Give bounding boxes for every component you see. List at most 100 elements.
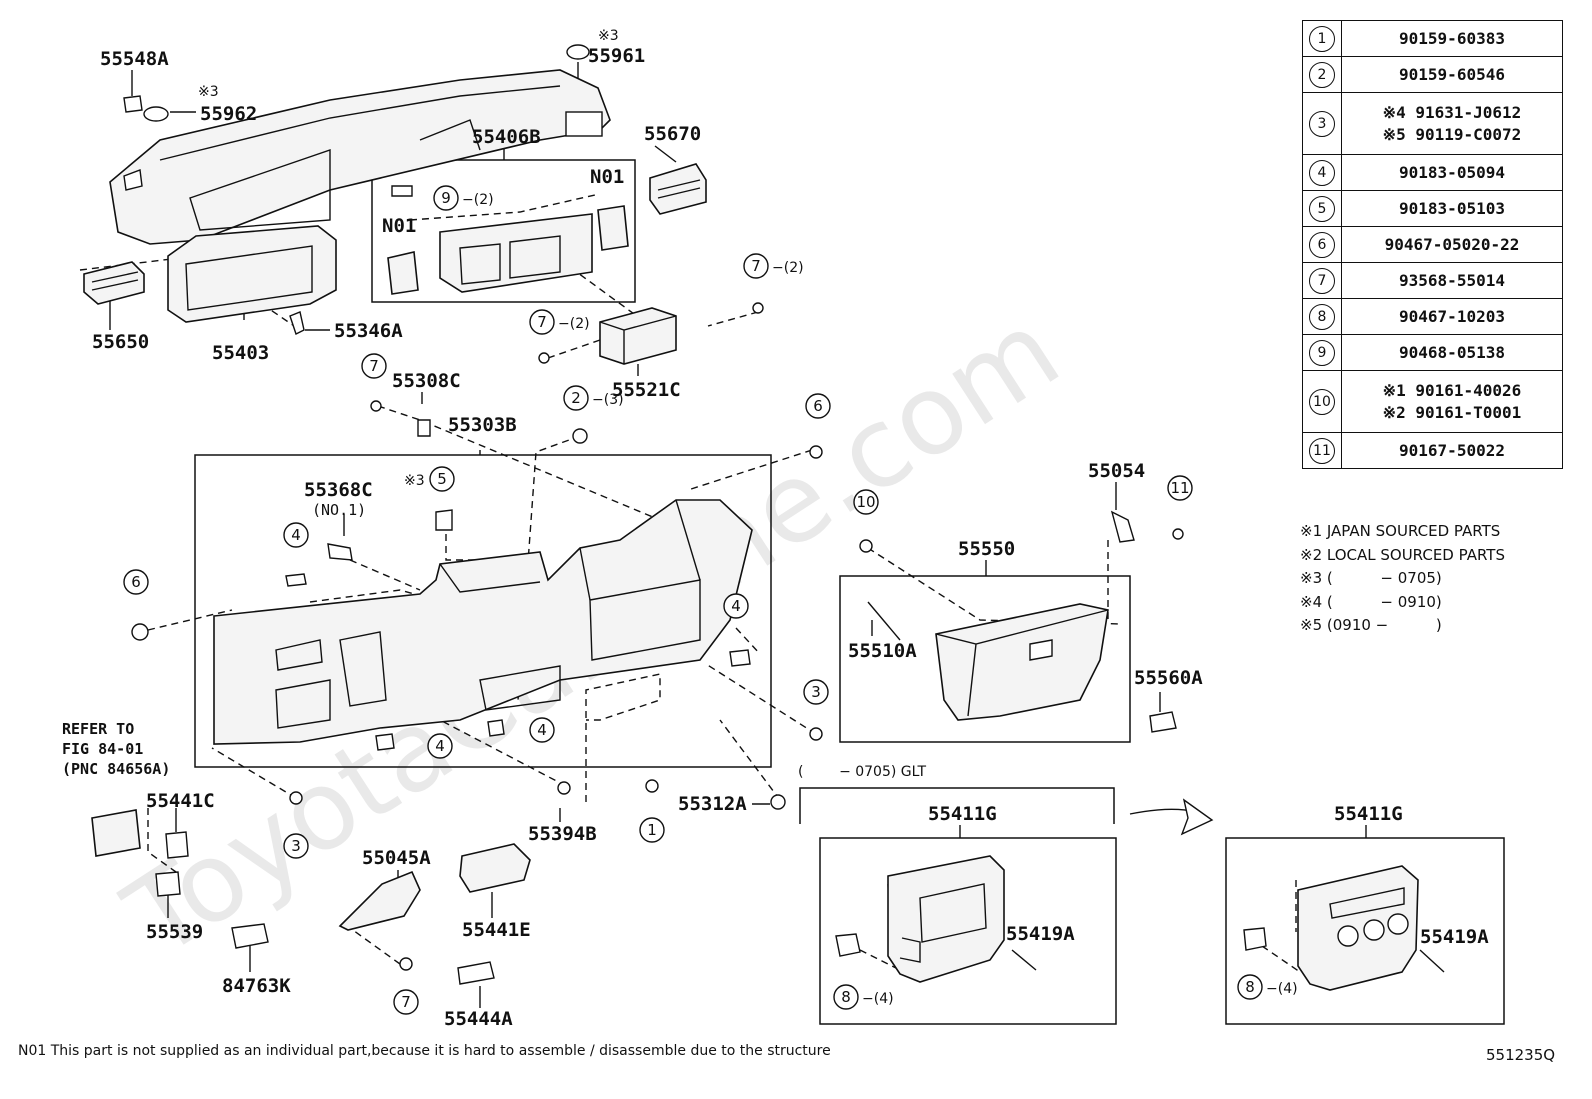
part-label: 55411G — [1334, 803, 1403, 825]
part-label: 55045A — [362, 847, 431, 869]
callout-5: 5 — [429, 466, 455, 492]
parts-table-number-cell: ※1 90161-40026※2 90161-T0001 — [1341, 370, 1563, 433]
svg-text:10: 10 — [856, 493, 875, 511]
parts-table-row: 10※1 90161-40026※2 90161-T0001 — [1302, 370, 1563, 433]
ref-number: 10 — [1309, 388, 1335, 415]
ref-number: 1 — [1309, 25, 1335, 52]
part-label: (NO.1) — [312, 501, 366, 519]
svg-text:−(2): −(2) — [462, 192, 494, 208]
part-number: 90183-05094 — [1399, 162, 1505, 182]
part-label: 84763K — [222, 975, 291, 997]
callout-4: 4 — [283, 522, 309, 548]
parts-table-row: 9 90468-05138 — [1302, 334, 1563, 371]
ref-number: 6 — [1309, 231, 1335, 258]
callout-suffixes: −(2) −(2) −(2) −(3) −(4) −(4) — [462, 192, 1298, 1007]
part-number: 90167-50022 — [1399, 440, 1505, 460]
part-label: 55670 — [644, 123, 701, 145]
svg-text:8: 8 — [1245, 978, 1255, 996]
part-label: 55054 — [1088, 460, 1145, 482]
svg-text:9: 9 — [441, 189, 451, 207]
parts-table-ref-cell: 2 — [1302, 56, 1342, 93]
note-line: ※1 JAPAN SOURCED PARTS — [1300, 522, 1501, 540]
part-label: 55419A — [1006, 923, 1075, 945]
part-label: 55403 — [212, 342, 269, 364]
fasteners — [131, 302, 1184, 971]
parts-table-ref-cell: 11 — [1302, 432, 1342, 469]
glt-variant-label: ( − 0705) GLT — [798, 764, 927, 780]
parts-table-row: 2 90159-60546 — [1302, 56, 1563, 93]
parts-table-number-cell: 90183-05094 — [1341, 154, 1563, 191]
part-number: 90159-60546 — [1399, 64, 1505, 84]
parts-table-ref-cell: 10 — [1302, 370, 1342, 433]
note-line: ※2 LOCAL SOURCED PARTS — [1300, 545, 1505, 564]
part-label: 55510A — [848, 640, 917, 662]
refer-note-line1: REFER TO — [62, 720, 134, 738]
part-drawings — [83, 44, 1419, 991]
box-55411g-right — [1225, 837, 1505, 1025]
part-label: 55368C — [304, 479, 373, 501]
part-label: 55419A — [1420, 926, 1489, 948]
part-label: 55560A — [1134, 667, 1203, 689]
svg-text:5: 5 — [437, 470, 447, 488]
parts-table-row: 3※4 91631-J0612※5 90119-C0072 — [1302, 92, 1563, 155]
parts-table-row: 4 90183-05094 — [1302, 154, 1563, 191]
svg-text:7: 7 — [401, 993, 411, 1011]
part-number: 90467-10203 — [1399, 306, 1505, 326]
svg-text:4: 4 — [537, 721, 547, 739]
parts-table-ref-cell: 6 — [1302, 226, 1342, 263]
refer-note-line2: FIG 84-01 — [62, 740, 143, 758]
part-label: N01 — [590, 166, 624, 188]
callout-2: 2 — [563, 385, 589, 411]
part-labels: 55548A 55962 55961 55406B 55670 N01 N01 … — [92, 45, 1489, 1030]
part-number: ※5 90119-C0072 — [1382, 124, 1522, 144]
part-label: 55550 — [958, 538, 1015, 560]
variant-mark-55961: ※3 — [598, 28, 619, 44]
parts-table-row: 8 90467-10203 — [1302, 298, 1563, 335]
callout-4: 4 — [427, 733, 453, 759]
callout-4: 4 — [529, 717, 555, 743]
parts-table-ref-cell: 3 — [1302, 92, 1342, 155]
ref-number: 8 — [1309, 303, 1335, 330]
footer-note: N01 This part is not supplied as an indi… — [18, 1043, 831, 1059]
svg-text:−(2): −(2) — [772, 260, 804, 276]
parts-table-ref-cell: 7 — [1302, 262, 1342, 299]
part-label: 55308C — [392, 370, 461, 392]
svg-text:4: 4 — [435, 737, 445, 755]
box-55303b-group — [194, 454, 772, 768]
part-number: 90468-05138 — [1399, 342, 1505, 362]
note-line: ※3 ( − 0705) — [1300, 569, 1442, 587]
parts-table-ref-cell: 5 — [1302, 190, 1342, 227]
ref-number: 4 — [1309, 159, 1335, 186]
part-label: 55406B — [472, 126, 541, 148]
callout-11: 11 — [1167, 475, 1193, 501]
ref-number: 5 — [1309, 195, 1335, 222]
svg-text:1: 1 — [647, 821, 657, 839]
svg-text:−(3): −(3) — [592, 392, 624, 408]
parts-table-number-cell: 90159-60383 — [1341, 20, 1563, 57]
part-label: 55548A — [100, 48, 169, 70]
part-label: 55346A — [334, 320, 403, 342]
ref-number: 11 — [1309, 437, 1335, 464]
parts-table-ref-cell: 8 — [1302, 298, 1342, 335]
callout-7: 7 — [529, 309, 555, 335]
parts-table-number-cell: 90468-05138 — [1341, 334, 1563, 371]
part-number: ※1 90161-40026 — [1382, 380, 1522, 400]
ref-number: 9 — [1309, 339, 1335, 366]
svg-text:4: 4 — [291, 526, 301, 544]
part-label: 55962 — [200, 103, 257, 125]
parts-table-number-cell: 90159-60546 — [1341, 56, 1563, 93]
part-number: 90159-60383 — [1399, 28, 1505, 48]
part-label: 55312A — [678, 793, 747, 815]
note-line: ※4 ( − 0910) — [1300, 592, 1442, 611]
svg-text:7: 7 — [369, 357, 379, 375]
parts-table-number-cell: ※4 91631-J0612※5 90119-C0072 — [1341, 92, 1563, 155]
parts-table-ref-cell: 4 — [1302, 154, 1342, 191]
part-label: 55303B — [448, 414, 517, 436]
svg-text:−(4): −(4) — [862, 991, 894, 1007]
parts-table-ref-cell: 9 — [1302, 334, 1342, 371]
variant-mark-55962: ※3 — [198, 84, 219, 100]
part-number: ※2 90161-T0001 — [1382, 402, 1522, 422]
note-line: ※5 (0910 − ) — [1300, 616, 1442, 634]
